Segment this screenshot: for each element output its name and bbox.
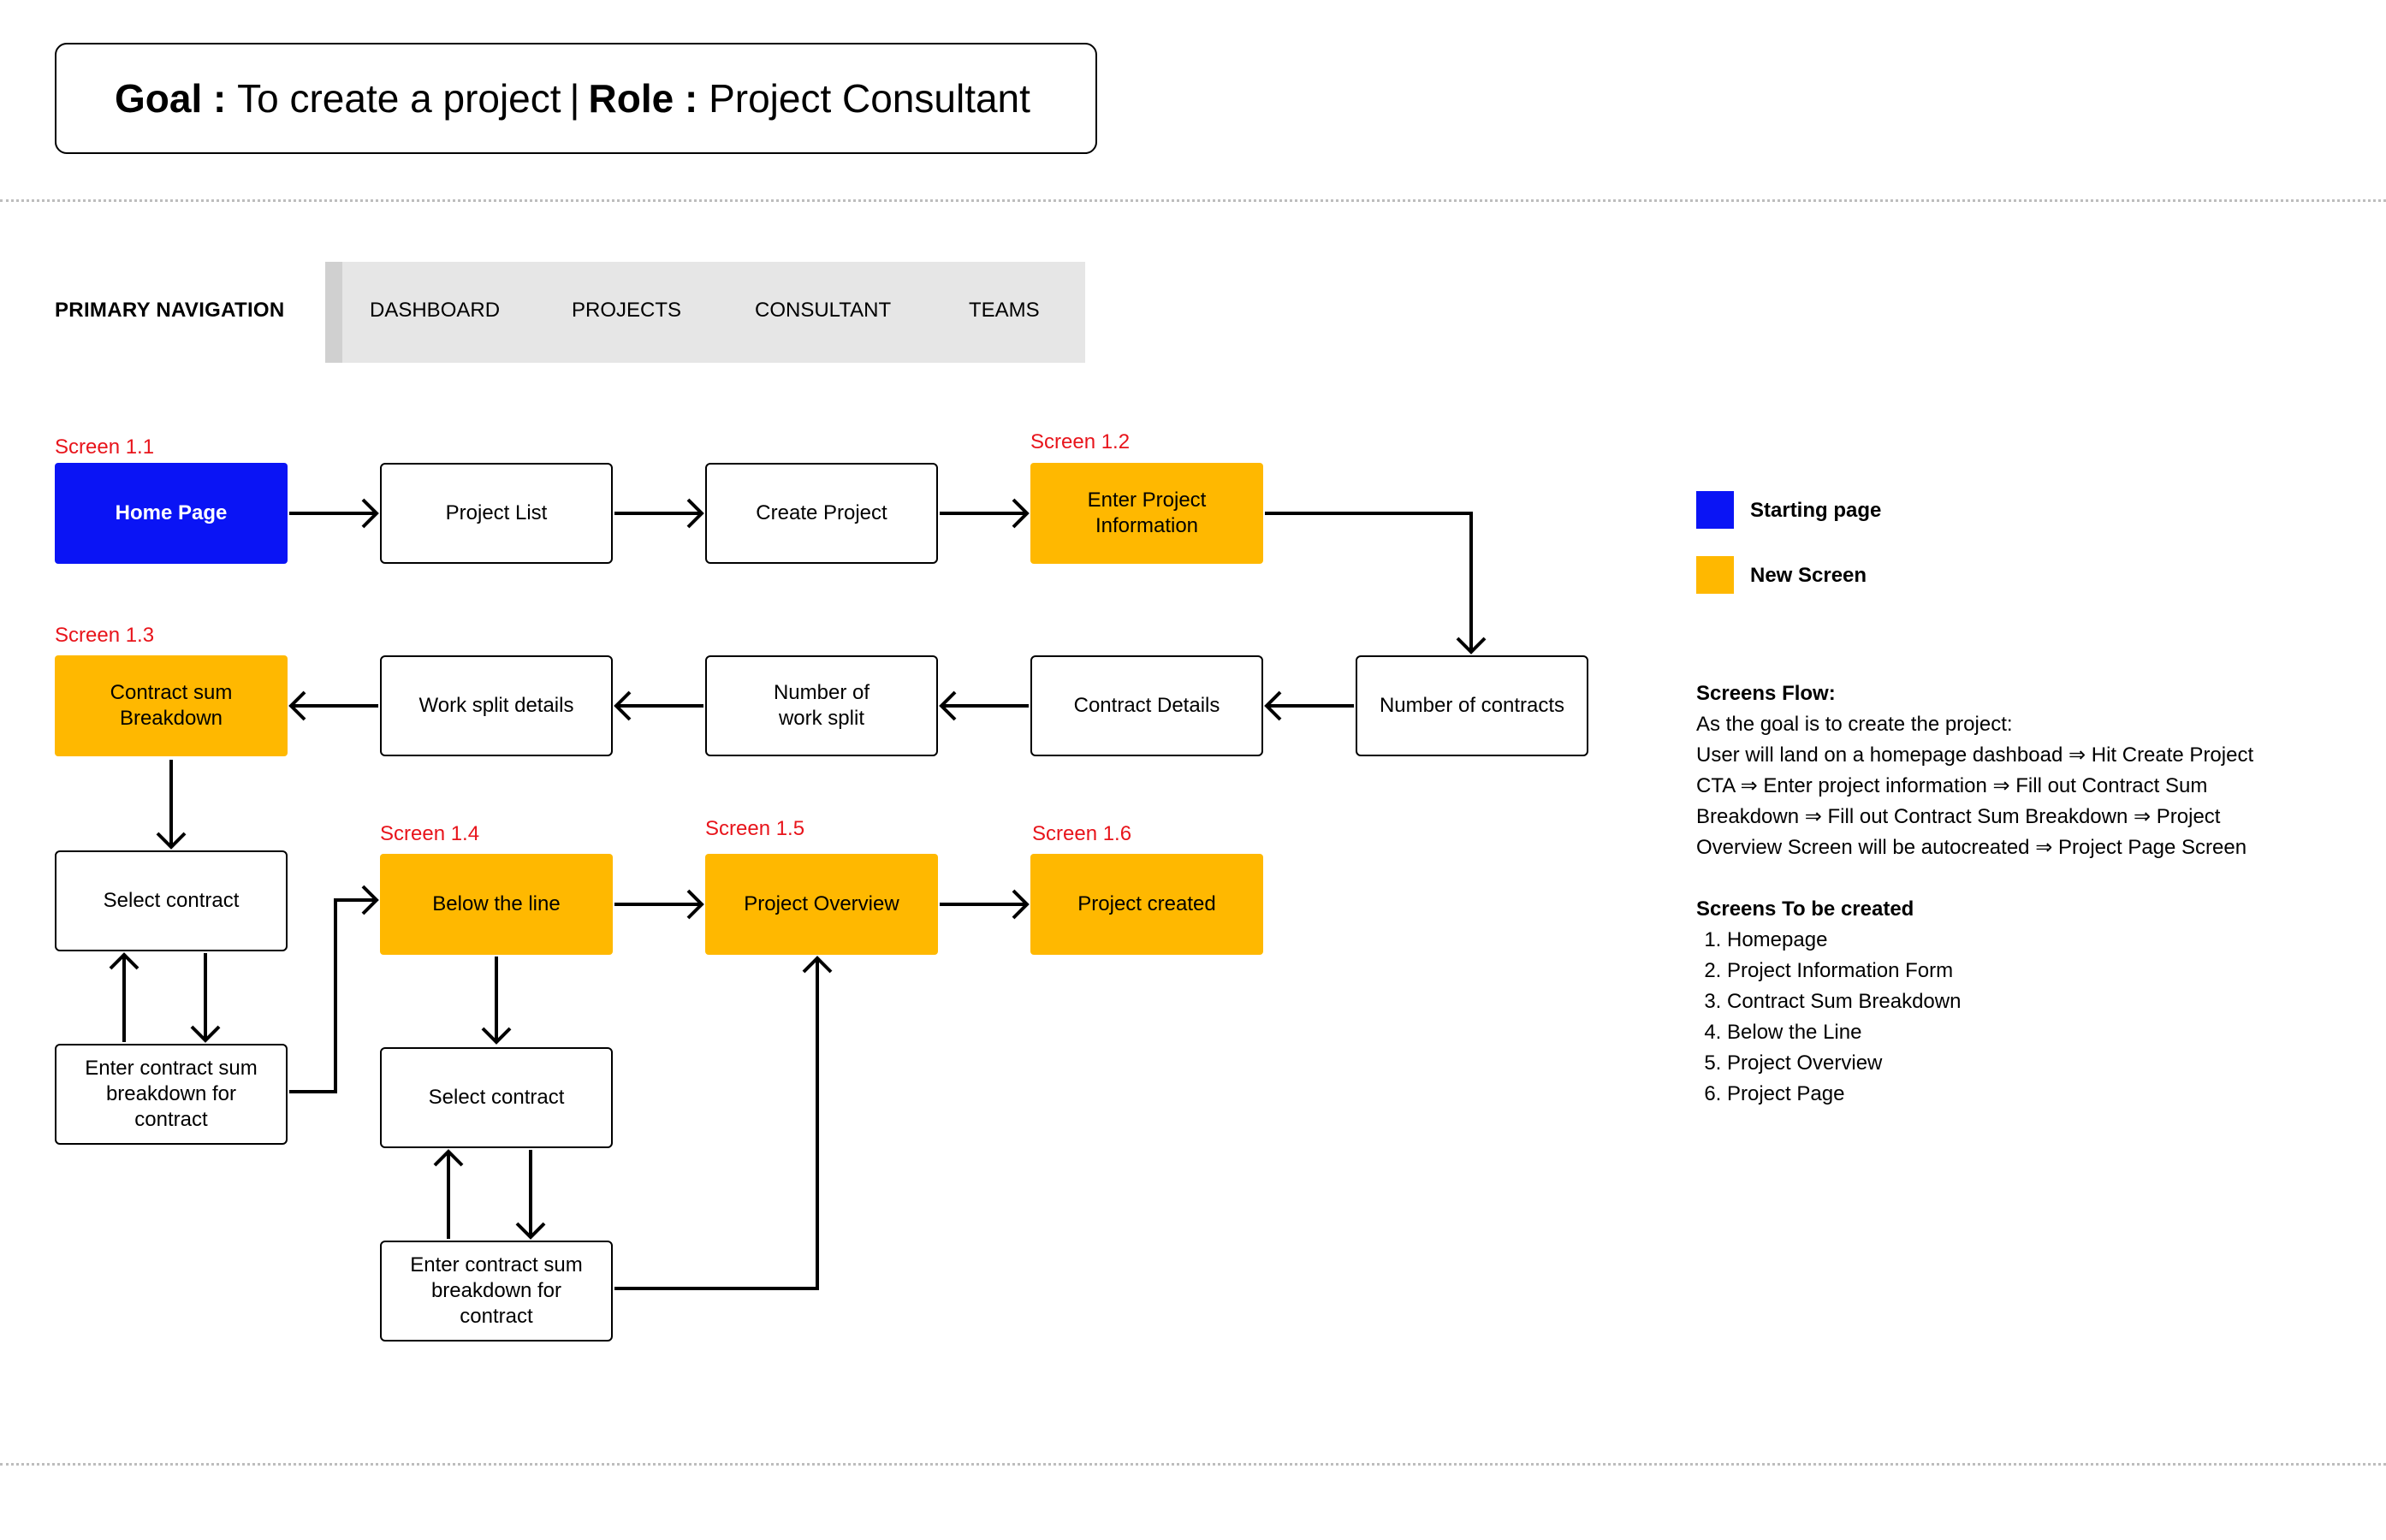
screens-flow-notes: Screens Flow: As the goal is to create t… bbox=[1696, 678, 2253, 863]
primary-navigation-bar bbox=[325, 262, 1085, 363]
legend-new-screen-label: New Screen bbox=[1750, 564, 1867, 587]
node-create-project: Create Project bbox=[705, 463, 938, 564]
arrow-select-to-enter-1 bbox=[190, 953, 221, 1043]
nav-item-projects[interactable]: PROJECTS bbox=[572, 299, 682, 322]
node-below-the-line: Below the line bbox=[380, 854, 613, 955]
screens-flow-line: Overview Screen will be autocreated ⇒ Pr… bbox=[1696, 836, 2247, 859]
arrow-enter-info-to-number-contracts bbox=[1265, 512, 1487, 654]
nav-item-teams[interactable]: TEAMS bbox=[969, 299, 1040, 322]
list-item: Project Information Form bbox=[1727, 956, 1961, 986]
nav-bar-edge bbox=[325, 262, 342, 363]
arrow-contract-details-to-work-split bbox=[939, 690, 1029, 721]
screens-flow-title: Screens Flow: bbox=[1696, 682, 1836, 705]
screens-to-create-list: Homepage Project Information Form Contra… bbox=[1696, 925, 1961, 1110]
arrow-below-line-to-overview bbox=[614, 889, 704, 920]
arrow-project-list-to-create bbox=[614, 498, 704, 529]
screen-label-1-1: Screen 1.1 bbox=[55, 435, 155, 459]
arrow-work-split-to-details bbox=[614, 690, 703, 721]
legend-starting-label: Starting page bbox=[1750, 499, 1882, 522]
node-project-created: Project created bbox=[1030, 854, 1263, 955]
nav-item-dashboard[interactable]: DASHBOARD bbox=[370, 299, 501, 322]
goal-label: Goal : bbox=[115, 76, 227, 121]
arrow-number-contracts-to-contract-details bbox=[1264, 690, 1354, 721]
node-project-list: Project List bbox=[380, 463, 613, 564]
node-enter-breakdown-2: Enter contract sum breakdown for contrac… bbox=[380, 1241, 613, 1342]
nav-item-consultant[interactable]: CONSULTANT bbox=[755, 299, 892, 322]
goal-text: To create a project bbox=[237, 76, 561, 121]
arrow-enter-to-select-1 bbox=[109, 952, 139, 1042]
top-divider bbox=[0, 199, 2386, 202]
screen-label-1-4: Screen 1.4 bbox=[380, 822, 480, 845]
legend-starting-swatch bbox=[1696, 491, 1734, 529]
legend-new-screen-swatch bbox=[1696, 556, 1734, 594]
node-number-of-work-split: Number of work split bbox=[705, 655, 938, 756]
screens-flow-line: As the goal is to create the project: bbox=[1696, 713, 2013, 736]
screens-flow-line: User will land on a homepage dashboad ⇒ … bbox=[1696, 743, 2254, 767]
list-item: Project Overview bbox=[1727, 1048, 1961, 1079]
screens-to-create: Screens To be created Homepage Project I… bbox=[1696, 894, 1961, 1110]
node-enter-project-information: Enter Project Information bbox=[1030, 463, 1263, 564]
role-label: Role : bbox=[588, 76, 698, 121]
node-project-overview: Project Overview bbox=[705, 854, 938, 955]
arrow-overview-to-created bbox=[940, 889, 1030, 920]
screen-label-1-6: Screen 1.6 bbox=[1032, 822, 1132, 845]
screens-flow-line: Breakdown ⇒ Fill out Contract Sum Breakd… bbox=[1696, 805, 2221, 828]
node-select-contract-1: Select contract bbox=[55, 850, 288, 951]
node-number-of-contracts: Number of contracts bbox=[1356, 655, 1588, 756]
node-contract-sum-breakdown: Contract sum Breakdown bbox=[55, 655, 288, 756]
node-contract-details: Contract Details bbox=[1030, 655, 1263, 756]
arrow-enter-to-overview bbox=[614, 956, 833, 1290]
bottom-divider bbox=[0, 1463, 2386, 1466]
node-home-page: Home Page bbox=[55, 463, 288, 564]
arrow-select-to-enter-2 bbox=[515, 1150, 546, 1240]
list-item: Homepage bbox=[1727, 925, 1961, 956]
screen-label-1-5: Screen 1.5 bbox=[705, 817, 805, 840]
arrow-below-line-to-select-contract bbox=[481, 957, 512, 1045]
list-item: Project Page bbox=[1727, 1079, 1961, 1110]
role-text: Project Consultant bbox=[709, 76, 1030, 121]
screens-flow-line: CTA ⇒ Enter project information ⇒ Fill o… bbox=[1696, 774, 2208, 797]
arrow-home-to-project-list bbox=[289, 498, 379, 529]
list-item: Contract Sum Breakdown bbox=[1727, 986, 1961, 1017]
goal-separator: | bbox=[569, 76, 580, 121]
arrow-breakdown-to-select-contract bbox=[156, 760, 187, 850]
node-select-contract-2: Select contract bbox=[380, 1047, 613, 1148]
list-item: Below the Line bbox=[1727, 1017, 1961, 1048]
goal-banner: Goal : To create a project|Role : Projec… bbox=[55, 43, 1097, 154]
screen-label-1-2: Screen 1.2 bbox=[1030, 430, 1131, 453]
arrow-create-to-enter-info bbox=[940, 498, 1030, 529]
node-work-split-details: Work split details bbox=[380, 655, 613, 756]
arrow-work-split-details-to-breakdown bbox=[288, 690, 378, 721]
primary-navigation-label: PRIMARY NAVIGATION bbox=[55, 299, 285, 322]
screen-label-1-3: Screen 1.3 bbox=[55, 624, 155, 647]
node-enter-breakdown-1: Enter contract sum breakdown for contrac… bbox=[55, 1044, 288, 1145]
arrow-enter-to-below-line bbox=[289, 885, 379, 1093]
arrow-enter-to-select-2 bbox=[433, 1149, 464, 1239]
screens-to-create-title: Screens To be created bbox=[1696, 897, 1914, 921]
